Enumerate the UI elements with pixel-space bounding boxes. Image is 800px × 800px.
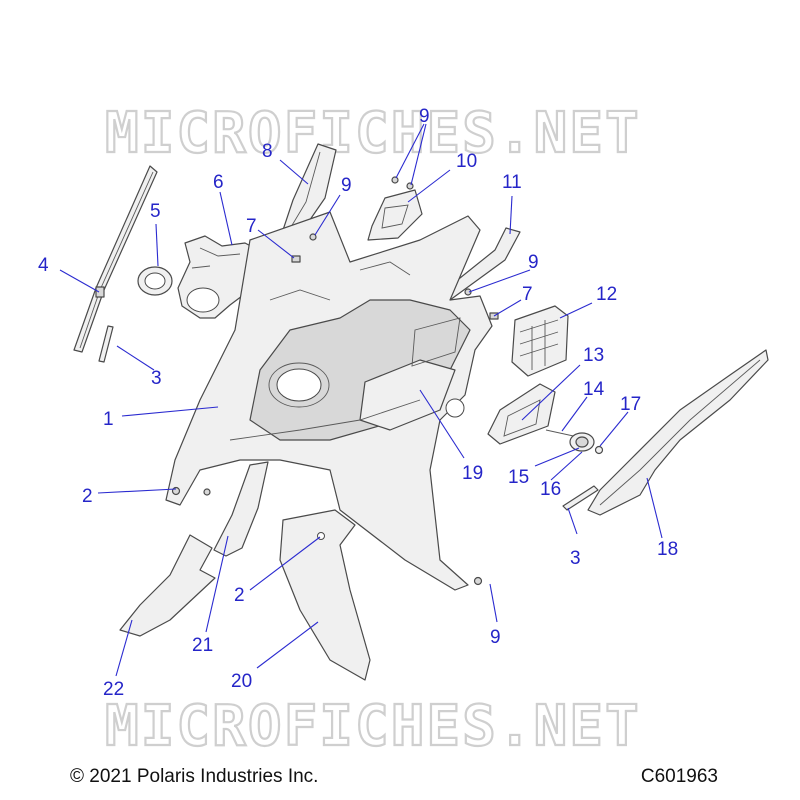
part-12-vent (511, 305, 569, 377)
callout-2: 2 (234, 585, 245, 606)
callout-17: 17 (620, 394, 641, 415)
part-6-bracket (177, 235, 263, 319)
callout-20: 20 (231, 671, 252, 692)
callout-7: 7 (246, 216, 257, 237)
callout-11: 11 (502, 172, 522, 193)
callout-3: 3 (570, 548, 581, 569)
part-13-housing (487, 383, 556, 445)
callout-13: 13 (583, 345, 604, 366)
callout-10: 10 (456, 151, 477, 172)
part-18-panel (587, 349, 769, 516)
leader-lines (59, 123, 663, 677)
part-20-lower-panel (279, 509, 371, 681)
callout-16: 16 (540, 479, 561, 500)
callout-4: 4 (38, 255, 49, 276)
callout-9: 9 (419, 106, 430, 127)
callouts: 1 2 2 3 3 4 5 6 7 7 8 9 9 9 9 10 11 12 1… (38, 106, 678, 700)
callout-7: 7 (522, 284, 533, 305)
callout-5: 5 (150, 201, 161, 222)
callout-1: 1 (103, 409, 114, 430)
part-21-strip (213, 461, 269, 557)
part-4-trim-strip (73, 165, 158, 353)
part-1-dash-body (165, 211, 493, 591)
watermark-top: MICROFICHES.NET (105, 101, 641, 166)
part-3-rod-right (562, 485, 599, 511)
callout-21: 21 (192, 635, 213, 656)
callout-15: 15 (508, 467, 529, 488)
copyright-text: © 2021 Polaris Industries Inc. (70, 766, 319, 787)
callout-12: 12 (596, 284, 617, 305)
callout-19: 19 (462, 463, 483, 484)
callout-3: 3 (151, 368, 162, 389)
part-3-rod-left (98, 325, 114, 363)
part-2-clip (203, 488, 211, 496)
figure-code: C601963 (640, 766, 718, 787)
part-5-ring (137, 266, 173, 296)
callout-9: 9 (341, 175, 352, 196)
callout-18: 18 (657, 539, 678, 560)
callout-9: 9 (490, 627, 501, 648)
callout-14: 14 (583, 379, 605, 400)
callout-9: 9 (528, 252, 539, 273)
part-17-clip (594, 445, 604, 455)
watermark-bottom: MICROFICHES.NET (105, 694, 641, 759)
callout-8: 8 (262, 141, 273, 162)
part-16-knob (569, 432, 595, 452)
callout-6: 6 (213, 172, 224, 193)
part-2-clip (171, 486, 181, 496)
callout-22: 22 (103, 679, 124, 700)
part-10-plate (367, 189, 423, 241)
part-22-lower-left (119, 534, 216, 637)
callout-2: 2 (82, 486, 93, 507)
